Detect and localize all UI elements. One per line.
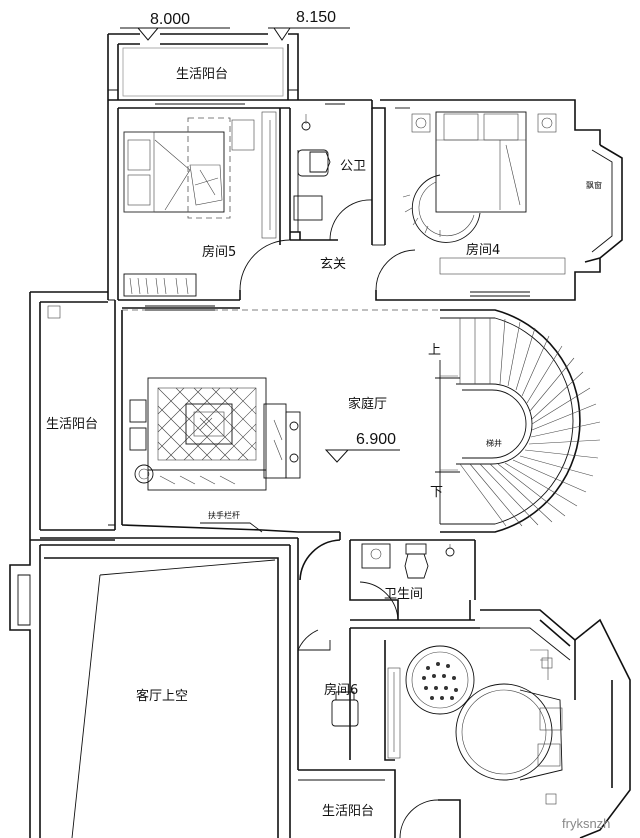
table-dots <box>422 662 458 700</box>
elevation-marker-top-right: 8.150 <box>268 9 350 41</box>
elevation-6900: 6.900 <box>356 431 396 448</box>
room-label-room6: 房间6 <box>324 682 358 698</box>
balcony-bottom: 生活阳台 <box>298 779 385 819</box>
bay-window-label: 飘窗 <box>586 180 602 190</box>
stair-up-label: 上 <box>428 343 441 358</box>
elevation-8150: 8.150 <box>296 9 336 26</box>
living-void: 客厅上空 <box>44 557 279 838</box>
room-label-public-wc: 公卫 <box>340 159 366 174</box>
room-label-family-hall: 家庭厅 <box>348 396 387 412</box>
room-label-balcony-bottom: 生活阳台 <box>322 804 374 819</box>
balcony-left: 生活阳台 <box>46 299 115 526</box>
room-6: 房间6 <box>297 609 631 838</box>
elevator-label: 梯井 <box>486 438 502 448</box>
room-label-foyer: 玄关 <box>320 257 346 272</box>
staircase: 上 下 梯井 <box>428 309 601 533</box>
room-label-room4: 房间4 <box>466 242 500 258</box>
handrail-label: 扶手栏杆 <box>208 510 240 520</box>
room-label-room5: 房间5 <box>202 244 236 260</box>
stair-treads <box>440 318 601 527</box>
room-label-balcony-left: 生活阳台 <box>46 417 98 432</box>
room-5: 房间5 <box>118 99 291 309</box>
bathroom: 卫生间 <box>349 539 480 629</box>
family-hall: 家庭厅 6.900 扶手栏杆 <box>121 305 440 581</box>
rug-pattern <box>157 387 257 461</box>
room-label-balcony-top: 生活阳台 <box>176 67 228 82</box>
foyer: 玄关 <box>239 199 416 301</box>
elevation-marker-top-left: 8.000 <box>120 11 230 41</box>
room-label-bathroom: 卫生间 <box>384 587 423 602</box>
balcony-top: 生活阳台 <box>108 47 298 97</box>
watermark-text: fryksnzh <box>562 816 610 831</box>
room-label-void: 客厅上空 <box>136 688 188 704</box>
public-wc: 公卫 <box>290 99 373 245</box>
elevation-8000: 8.000 <box>150 11 190 28</box>
room-4: 房间4 飘窗 <box>395 107 602 297</box>
stair-down-label: 下 <box>430 485 443 500</box>
